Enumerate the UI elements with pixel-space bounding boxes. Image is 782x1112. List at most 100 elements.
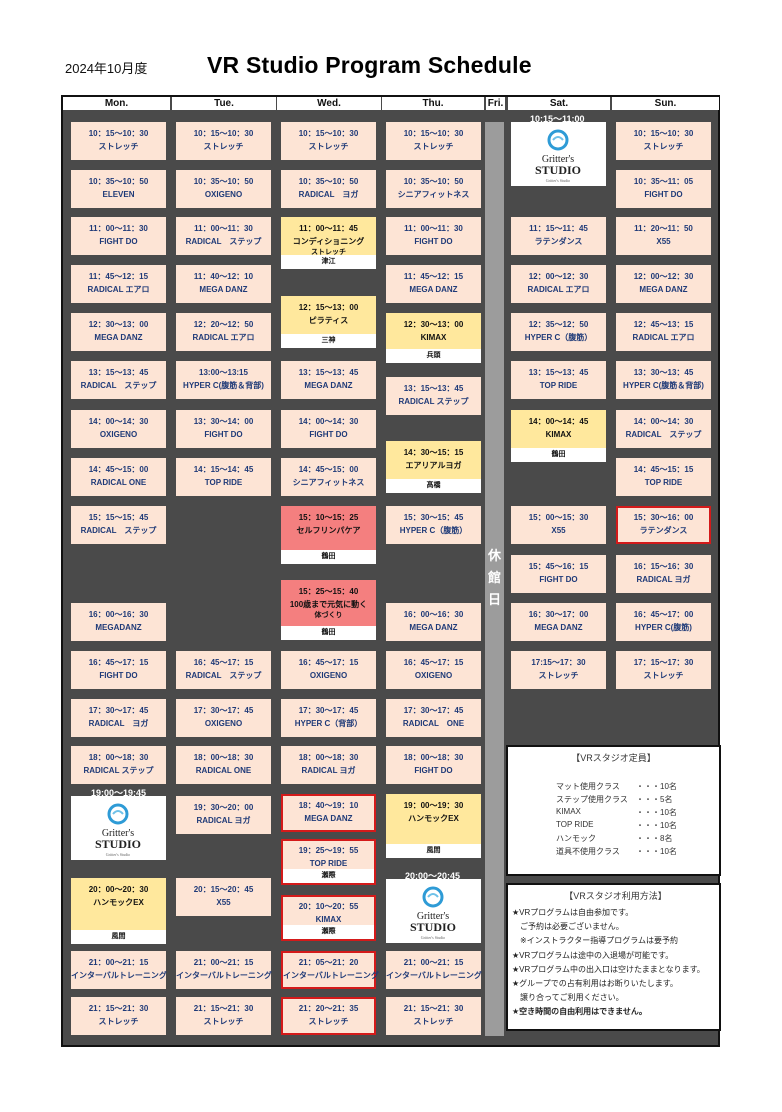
- instructor-name: 瀬際: [283, 869, 374, 883]
- usage-line: ※インストラクター指導プログラムは要予約: [512, 936, 678, 946]
- class-time: 14：45～15：15: [633, 465, 694, 474]
- class-time: 20：10～20：55: [298, 902, 359, 911]
- class-time: 17：30～17：45: [193, 706, 254, 715]
- class-name: FIGHT DO: [309, 429, 348, 439]
- thu-logo-time: 20:00～20:45: [405, 871, 461, 881]
- class-name-sub: ストレッチ: [311, 249, 346, 256]
- class-name: KIMAX: [420, 332, 447, 342]
- capacity-value: ・・・10名: [636, 808, 677, 817]
- class-name: 100歳まで元気に動く: [289, 599, 368, 609]
- class-time: 12：15～13：00: [298, 303, 359, 312]
- class-name: FIGHT DO: [414, 765, 453, 775]
- logo-sub: Gritter's Studio: [546, 178, 570, 183]
- sat-logo-time: 10:15～11:00: [530, 114, 585, 124]
- logo-sub: Gritter's Studio: [106, 852, 130, 857]
- class-name: RADICAL ステップ: [80, 380, 157, 390]
- day-header: Mon.: [63, 97, 170, 110]
- class-name: コンディショニング: [292, 236, 365, 246]
- class-time: 19：00～19：30: [403, 801, 464, 810]
- usage-line: ★VRプログラムは途中の入退場が可能です。: [512, 950, 674, 960]
- class-time: 10：35～10：50: [403, 177, 464, 186]
- class-time: 11：15～11：45: [529, 224, 588, 233]
- class-time: 17：30～17：45: [88, 706, 149, 715]
- gritters-logo-icon: Gritter's STUDIO Gritter's Studio: [95, 803, 141, 857]
- class-name: FIGHT DO: [99, 670, 138, 680]
- class-time: 15：30～16：00: [633, 513, 694, 522]
- logo-brand-top: Gritter's: [102, 828, 134, 839]
- class-time: 12：35～12：50: [528, 320, 589, 329]
- class-name: TOP RIDE: [204, 477, 243, 487]
- class-time: 19：25～19：55: [298, 846, 359, 855]
- usage-lines: ★VRプログラムは自由参加です。 ご予約は必要ございません。 ※インストラクター…: [512, 906, 719, 1020]
- class-name: ストレッチ: [308, 1016, 349, 1026]
- class-time: 13：30～13：45: [633, 368, 694, 377]
- capacity-label: KIMAX: [556, 807, 581, 816]
- capacity-value: ・・・8名: [636, 834, 673, 843]
- capacity-value: ・・・5名: [636, 795, 673, 804]
- class-name: MEGA DANZ: [534, 622, 583, 632]
- class-name: HYPER C(腹筋＆背部): [623, 380, 704, 390]
- class-name: ストレッチ: [98, 1016, 139, 1026]
- gritters-logo-icon: Gritter's STUDIO Gritter's Studio: [410, 886, 456, 940]
- logo-brand-bottom: STUDIO: [95, 837, 141, 851]
- closed-char: 館: [487, 570, 501, 585]
- class-name: FIGHT DO: [644, 189, 683, 199]
- closed-char: 休: [487, 548, 501, 563]
- logo-sub: Gritter's Studio: [421, 935, 445, 940]
- class-name: HYPER C（背部）: [294, 718, 363, 728]
- class-time: 11：45～12：15: [88, 272, 149, 281]
- class-name: インターバルトレーニング: [283, 970, 379, 980]
- class-time: 17：30～17：45: [298, 706, 359, 715]
- class-name: インターバルトレーニング: [71, 970, 167, 980]
- class-time: 14：15～14：45: [193, 465, 254, 474]
- class-time: 21：15～21：30: [403, 1004, 464, 1013]
- class-name: ラテンダンス: [639, 525, 688, 535]
- class-time: 11：00～11：30: [194, 224, 253, 233]
- class-name: インターバルトレーニング: [386, 970, 482, 980]
- capacity-label: ステップ使用クラス: [556, 795, 628, 804]
- class-name: シニアフィットネス: [397, 189, 470, 199]
- class-time: 12：00～12：30: [528, 272, 589, 281]
- usage-line: ★グループでの占有利用はお断りいたします。: [512, 979, 678, 989]
- class-name: セルフリンパケア: [296, 525, 361, 535]
- class-time: 10：15～10：30: [403, 129, 464, 138]
- instructor-name: 津江: [281, 255, 376, 269]
- class-name: MEGA DANZ: [94, 332, 143, 342]
- month-label: 2024年10月度: [65, 61, 148, 76]
- class-time: 13：15～13：45: [88, 368, 149, 377]
- class-name: TOP RIDE: [644, 477, 683, 487]
- instructor-name: 髙橋: [386, 479, 481, 493]
- class-time: 14：00～14：30: [88, 417, 149, 426]
- class-name: FIGHT DO: [414, 236, 453, 246]
- class-name: RADICAL ヨガ: [298, 189, 359, 199]
- class-name: MEGA DANZ: [409, 284, 458, 294]
- class-time: 11：00～11：30: [404, 224, 463, 233]
